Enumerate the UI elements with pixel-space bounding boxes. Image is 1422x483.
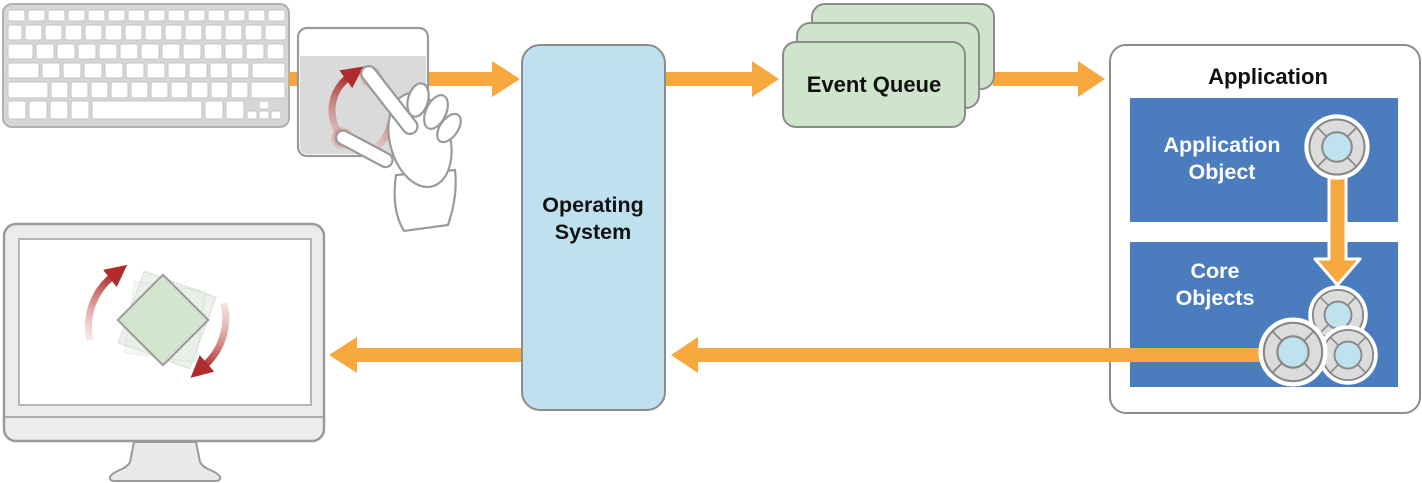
monitor-rotated-square-icon <box>2 222 326 482</box>
hand-icon <box>335 65 462 233</box>
flow-arrow-os-to-queue <box>666 61 779 97</box>
operating-system-node: Operating System <box>521 44 666 411</box>
keyboard-icon <box>2 3 290 128</box>
application-object-label-line2: Object <box>1189 160 1256 184</box>
core-objects-label-line1: Core <box>1191 259 1240 283</box>
event-queue-label: Event Queue <box>807 72 941 97</box>
operating-system-label-line1: Operating <box>542 193 644 217</box>
keyboard-keys <box>7 9 287 120</box>
flow-arrow-app-to-os <box>671 337 1325 373</box>
rotated-square-icon <box>116 273 210 367</box>
monitor-stand <box>108 441 222 482</box>
flow-arrow-appobject-to-core <box>1313 170 1362 287</box>
core-object-ring-icon <box>1261 320 1325 384</box>
rotate-arc-left-icon <box>85 264 128 341</box>
core-object-ring-icon <box>1321 328 1376 383</box>
flow-arrow-os-to-display <box>329 337 521 373</box>
operating-system-label-line2: System <box>555 220 632 244</box>
trackpad-rotate-gesture-icon <box>296 26 462 233</box>
core-objects-label-line2: Objects <box>1176 286 1255 310</box>
rotate-arc-right-icon <box>190 302 230 378</box>
event-queue-node: Event Queue <box>782 3 995 128</box>
application-object-label-line1: Application <box>1163 133 1280 157</box>
application-title: Application <box>1208 64 1328 89</box>
application-object-ring-icon <box>1307 117 1367 177</box>
flow-arrow-queue-to-app <box>993 61 1105 97</box>
